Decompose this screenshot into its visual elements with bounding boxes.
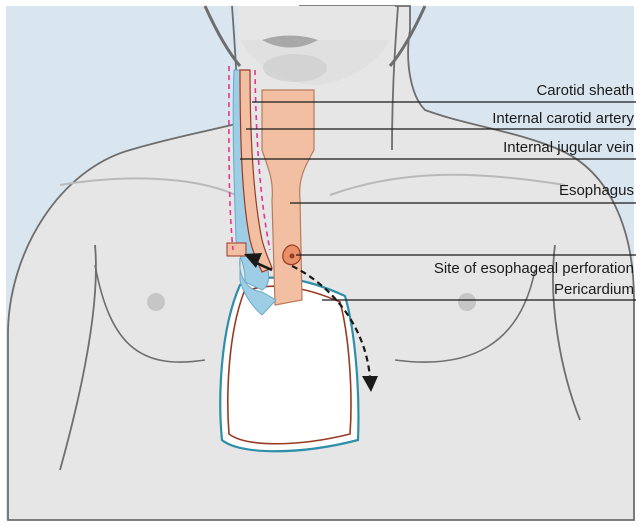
perforation-hole [290,254,295,259]
pericardium-inner [228,286,351,444]
label-carotid-sheath: Carotid sheath [536,82,634,99]
label-esophagus: Esophagus [559,182,634,199]
nipple-right [458,293,476,311]
label-internal-jugular-vein: Internal jugular vein [503,139,634,156]
subclavian-stub [227,243,246,256]
label-pericardium: Pericardium [554,281,634,298]
chin-shadow [263,54,327,82]
label-internal-carotid-artery: Internal carotid artery [492,110,634,127]
label-perforation-site: Site of esophageal perforation [434,260,634,277]
nipple-left [147,293,165,311]
